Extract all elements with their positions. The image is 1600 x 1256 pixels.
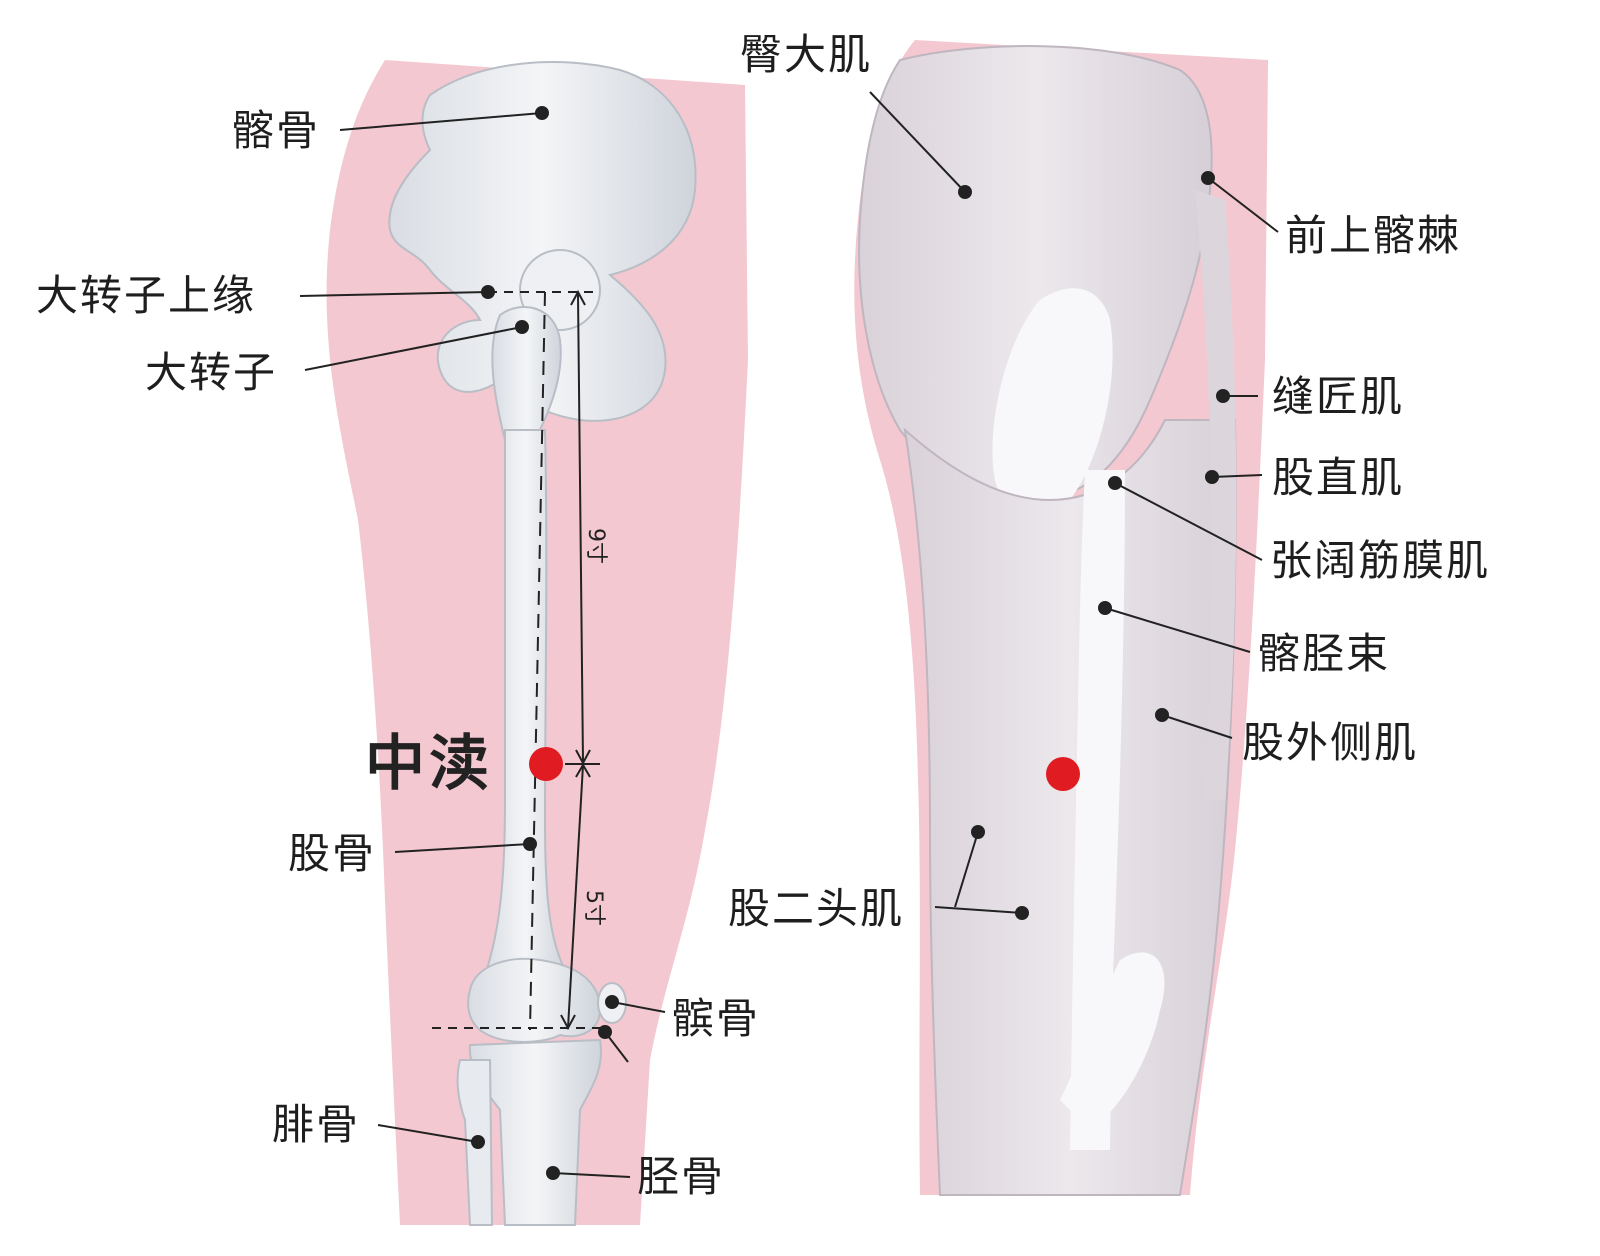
left-leg-figure [299,60,748,1226]
label-tibia: 胫骨 [637,1152,726,1201]
right-knee-tendons [1060,952,1165,1130]
label-patella: 髌骨 [672,994,761,1043]
measure-line-upper [577,293,584,763]
label-fibula: 腓骨 [272,1100,361,1149]
label-greater-trochanter: 大转子 [145,348,278,397]
measure-arrow-top [570,289,586,306]
acupoint-name: 中渎 [365,729,493,799]
label-vastus-lateralis: 股外侧肌 [1242,718,1419,767]
vertical-reference-line [529,291,546,1031]
measurement-upper: 9寸 [583,528,608,564]
right-front-strip [1195,190,1237,800]
right-leg-figure [854,40,1279,1196]
right-gluteus-shape [858,45,1213,502]
label-iliotibial-tract: 髂胫束 [1258,629,1391,678]
acupoint-marker-right [1046,757,1080,791]
left-leader-lines [299,106,666,1180]
measure-arrow-bottom [560,1014,576,1031]
label-ilium: 髂骨 [232,106,321,155]
label-anterior-superior-iliac-spine: 前上髂棘 [1285,211,1462,260]
label-tensor-fasciae-latae: 张阔筋膜肌 [1270,536,1491,585]
label-gluteus-maximus: 臀大肌 [740,30,873,79]
right-gluteal-aponeurosis [992,288,1113,518]
right-leader-lines [869,91,1279,920]
label-rectus-femoris: 股直肌 [1272,453,1405,502]
acupoint-marker-left [529,747,563,781]
measurement-lower: 5寸 [581,890,606,926]
label-sartorius: 缝匠肌 [1272,372,1405,421]
label-femur: 股骨 [288,829,377,878]
left-ilium-shape [388,61,697,422]
measure-line-lower [567,764,584,1029]
label-trochanter-upper-edge: 大转子上缘 [36,271,257,320]
label-biceps-femoris: 股二头肌 [728,884,905,933]
